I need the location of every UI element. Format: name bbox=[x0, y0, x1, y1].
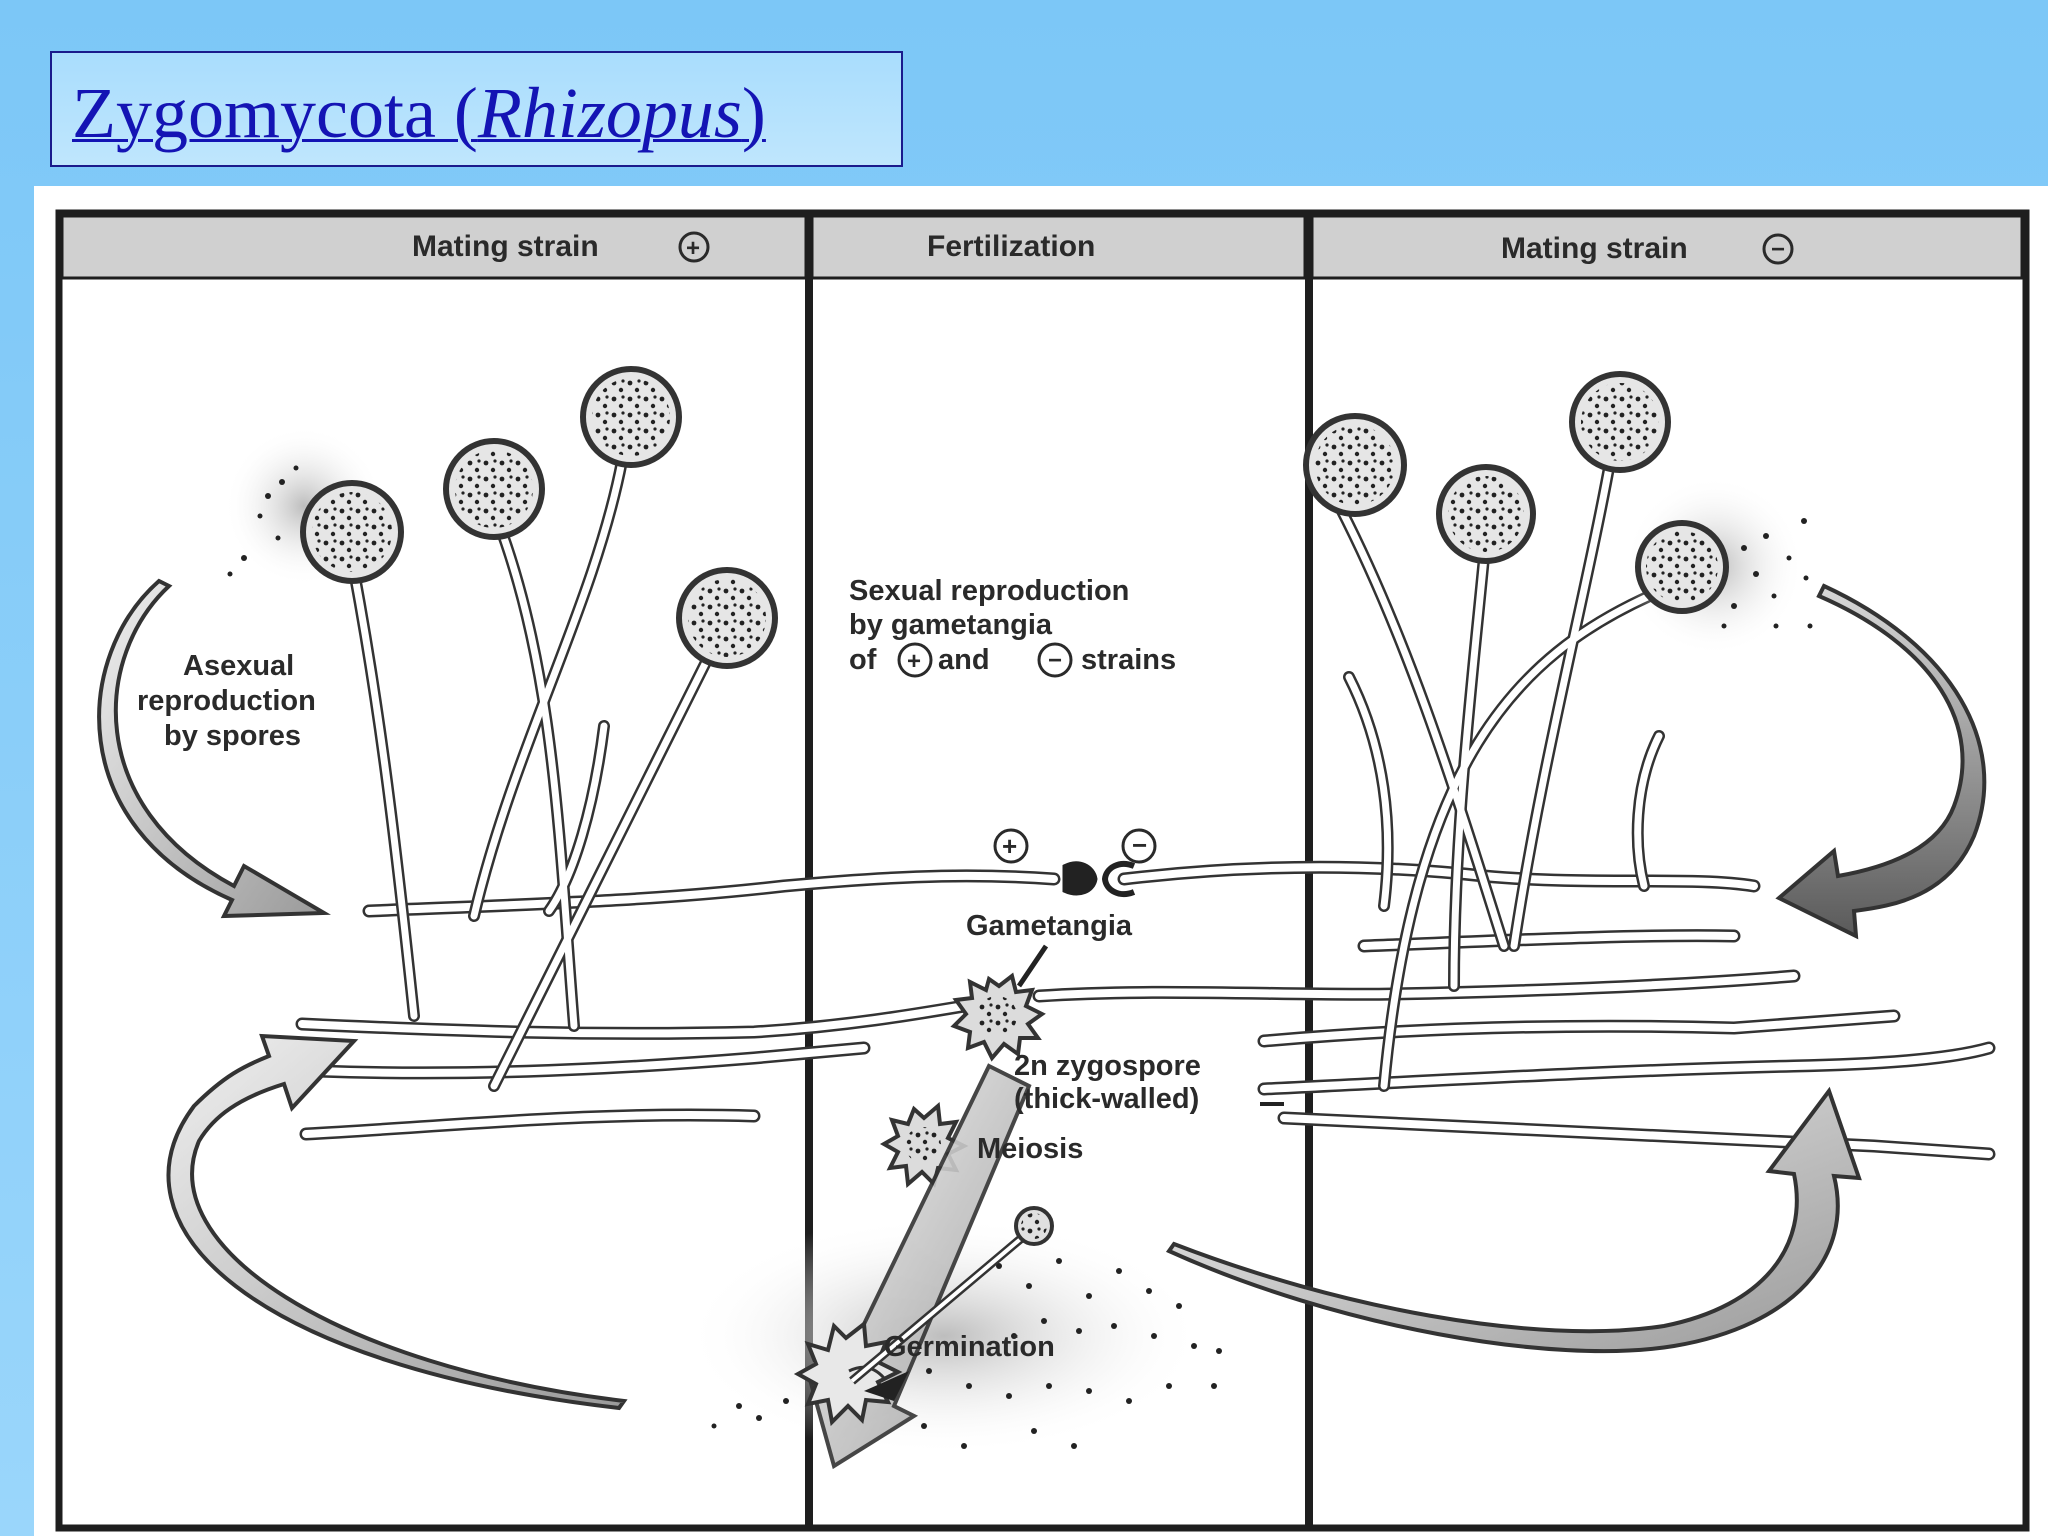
zygospore-pointer bbox=[1016, 944, 1049, 988]
sexual-label-and: and bbox=[938, 644, 990, 676]
sexual-minus-circle bbox=[1037, 642, 1073, 678]
plus-mark: + bbox=[1002, 831, 1017, 861]
asexual-label-1: Asexual bbox=[183, 650, 294, 682]
sporangia-left bbox=[224, 366, 778, 669]
sexual-label-1: Sexual reproduction bbox=[849, 575, 1129, 607]
sexual-plus-circle bbox=[897, 642, 933, 678]
sexual-label-2: by gametangia bbox=[849, 609, 1053, 641]
header-center bbox=[810, 214, 1307, 280]
header-left-sign: + bbox=[686, 235, 700, 262]
figure-panel: Mating strain + Fertilization Mating str… bbox=[34, 186, 2048, 1536]
released-spores bbox=[711, 1258, 1222, 1449]
title-genus: Rhizopus bbox=[477, 73, 742, 153]
asexual-arrow-right-lower bbox=[1165, 1086, 1862, 1354]
minus-mark: − bbox=[1132, 830, 1147, 860]
sexual-minus: − bbox=[1048, 647, 1062, 674]
header-left bbox=[60, 214, 808, 280]
minus-icon bbox=[1762, 233, 1794, 265]
hyphae-network bbox=[295, 860, 1996, 1161]
slide-title-box: Zygomycota (Rhizopus) bbox=[50, 51, 903, 167]
header-right bbox=[1310, 214, 2024, 280]
stalks-right bbox=[1324, 410, 1665, 1092]
plus-mark-circle bbox=[993, 828, 1029, 864]
sporangia-right bbox=[1303, 371, 1813, 656]
germinating-zygospore bbox=[793, 1206, 1054, 1427]
asexual-arrow-left-lower bbox=[166, 1033, 628, 1411]
header-center-label: Fertilization bbox=[927, 230, 1095, 263]
sexual-plus: + bbox=[907, 648, 921, 675]
title-main: Zygomycota ( bbox=[72, 73, 478, 153]
asexual-arrow-left-upper bbox=[97, 578, 331, 919]
title-close: ) bbox=[741, 73, 766, 153]
gametangia-label: Gametangia bbox=[966, 910, 1133, 942]
gametangia bbox=[1062, 860, 1136, 898]
header-right-label: Mating strain bbox=[1501, 232, 1688, 265]
germination-label: Germination bbox=[884, 1331, 1055, 1363]
asexual-label-2: reproduction bbox=[137, 685, 316, 717]
asexual-label-3: by spores bbox=[164, 720, 301, 752]
stalks-left bbox=[348, 455, 724, 1092]
asexual-arrow-right-upper bbox=[1775, 583, 1987, 940]
zygospore-label-2: (thick-walled) bbox=[1014, 1083, 1199, 1115]
sexual-label-strains: strains bbox=[1081, 644, 1176, 676]
zygospore-label-1: 2n zygospore bbox=[1014, 1050, 1201, 1082]
zygospore bbox=[950, 972, 1046, 1062]
slide-title: Zygomycota (Rhizopus) bbox=[72, 77, 766, 149]
header-right-sign: − bbox=[1771, 236, 1785, 263]
rhizopus-life-cycle-diagram: Mating strain + Fertilization Mating str… bbox=[55, 209, 2030, 1532]
sexual-label-of: of bbox=[849, 644, 877, 676]
header-left-label: Mating strain bbox=[412, 230, 599, 263]
minus-mark-circle bbox=[1121, 828, 1157, 864]
meiosis-label: Meiosis bbox=[977, 1133, 1083, 1165]
plus-icon bbox=[678, 231, 710, 263]
